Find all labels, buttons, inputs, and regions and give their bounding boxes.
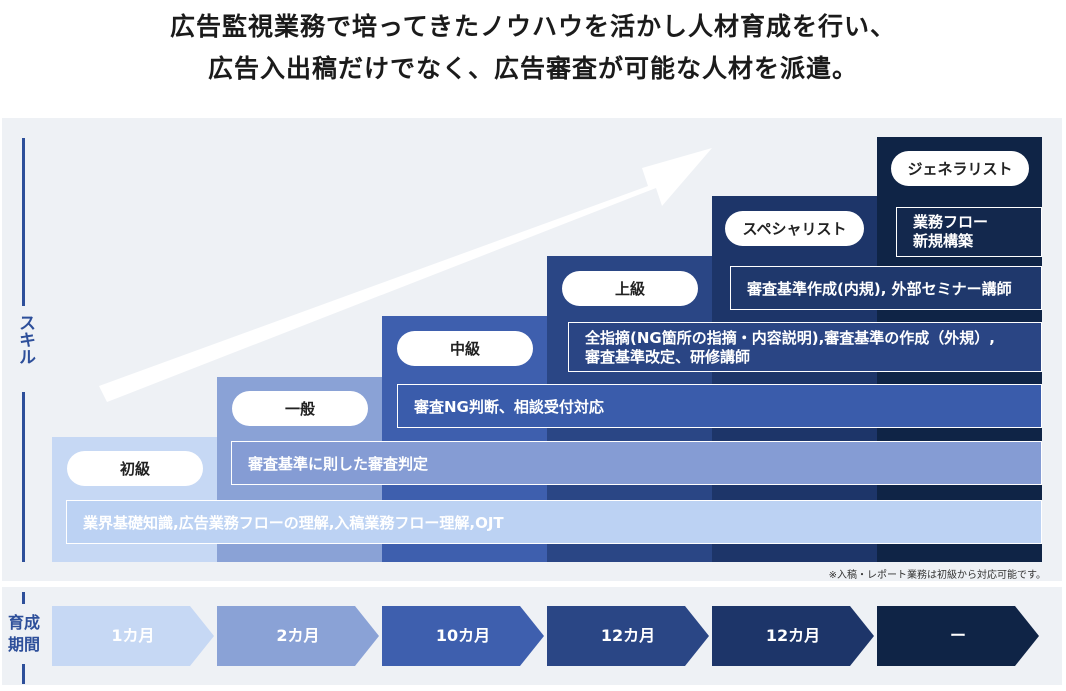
- period-axis-text: 育成期間: [7, 613, 40, 654]
- period-step-text: ー: [949, 626, 966, 645]
- period-step-3: 10カ月: [382, 606, 544, 666]
- skill-bar-text-line-2: 審査基準改定、研修講師: [585, 348, 751, 366]
- level-label-text: ジェネラリスト: [907, 160, 1013, 178]
- period-step-6: ー: [877, 606, 1039, 666]
- period-axis-line-top: [22, 592, 25, 604]
- headline-line-1: 広告監視業務で培ってきたノウハウを活かし人材育成を行い、: [169, 12, 896, 41]
- skill-bar-beginner: 業界基礎知識,広告業務フローの理解,入稿業務フロー理解,OJT: [66, 500, 1042, 544]
- skill-bar-advanced: 全指摘(NG箇所の指摘・内容説明),審査基準の作成（外規）, 審査基準改定、研修…: [568, 322, 1042, 372]
- period-step-shape: [52, 606, 214, 666]
- level-label-text: スペシャリスト: [742, 220, 847, 238]
- skill-axis-label: スキル: [14, 314, 35, 365]
- period-step-text: 12カ月: [600, 626, 656, 645]
- skill-bar-text-line-1: 業務フロー: [913, 213, 989, 231]
- skill-axis-line-top: [22, 138, 25, 306]
- level-label-intermediate: 中級: [397, 331, 533, 366]
- skill-bar-text: 審査基準作成(内規), 外部セミナー講師: [747, 279, 1012, 298]
- period-step-shape: [547, 606, 709, 666]
- level-label-text: 初級: [119, 460, 150, 478]
- headline: 広告監視業務で培ってきたノウハウを活かし人材育成を行い、 広告入出稿だけでなく、…: [0, 6, 1066, 90]
- level-label-advanced: 上級: [562, 271, 698, 306]
- skill-bar-text-line-1: 全指摘(NG箇所の指摘・内容説明),審査基準の作成（外規）,: [585, 329, 995, 347]
- skill-bar-text-line-2: 新規構築: [913, 232, 974, 250]
- period-step-text: 10カ月: [435, 626, 491, 645]
- level-label-generalist: ジェネラリスト: [891, 151, 1029, 186]
- period-step-2: 2カ月: [217, 606, 379, 666]
- period-step-4: 12カ月: [547, 606, 709, 666]
- period-axis-label: 育成期間: [6, 612, 42, 656]
- skill-axis-line-bottom: [22, 392, 25, 562]
- skill-bar-text: 審査基準に則した審査判定: [248, 454, 429, 473]
- skill-bar-intermediate: 審査NG判断、相談受付対応: [397, 384, 1042, 428]
- skill-bar-specialist: 審査基準作成(内規), 外部セミナー講師: [730, 266, 1042, 310]
- level-label-beginner: 初級: [67, 451, 203, 486]
- level-label-specialist: スペシャリスト: [725, 211, 864, 246]
- period-step-text: 2カ月: [276, 626, 320, 645]
- skill-bar-text: 審査NG判断、相談受付対応: [414, 397, 604, 416]
- level-label-text: 中級: [449, 340, 480, 358]
- period-step-text: 1カ月: [111, 626, 155, 645]
- period-step-shape: [382, 606, 544, 666]
- period-step-shape: [877, 606, 1039, 666]
- level-label-text: 上級: [614, 280, 645, 298]
- period-step-1: 1カ月: [52, 606, 214, 666]
- period-step-text: 12カ月: [765, 626, 821, 645]
- period-step-shape: [217, 606, 379, 666]
- level-label-general: 一般: [232, 391, 368, 426]
- skill-bar-generalist: 業務フロー 新規構築: [896, 207, 1042, 257]
- footnote: ※入稿・レポート業務は初級から対応可能です。: [828, 570, 1046, 581]
- headline-line-2: 広告入出稿だけでなく、広告審査が可能な人材を派遣。: [207, 54, 858, 83]
- skill-bar-text: 業界基礎知識,広告業務フローの理解,入稿業務フロー理解,OJT: [83, 513, 504, 532]
- skill-axis-text: スキル: [15, 314, 35, 365]
- period-step-5: 12カ月: [712, 606, 874, 666]
- period-axis-line-bottom: [22, 664, 25, 684]
- level-label-text: 一般: [284, 400, 315, 418]
- skill-bar-general: 審査基準に則した審査判定: [231, 441, 1042, 485]
- period-step-shape: [712, 606, 874, 666]
